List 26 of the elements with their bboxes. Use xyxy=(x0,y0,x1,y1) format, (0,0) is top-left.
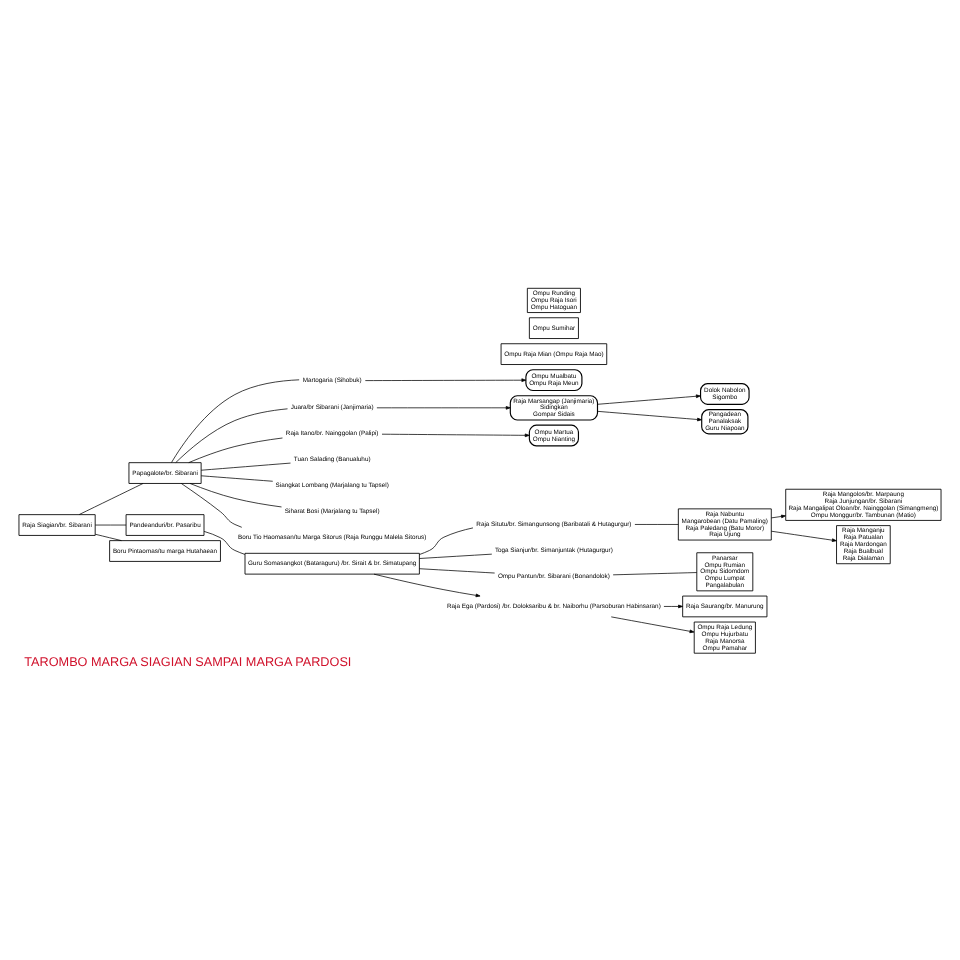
arrow xyxy=(610,616,695,634)
arrow xyxy=(373,573,481,598)
connector xyxy=(200,462,291,471)
connector xyxy=(419,527,474,555)
connector xyxy=(189,483,282,508)
connector xyxy=(203,531,246,555)
arrow xyxy=(381,433,530,438)
connector xyxy=(95,533,122,541)
connector xyxy=(612,572,698,576)
connector xyxy=(180,483,243,528)
arrow xyxy=(376,406,511,410)
connector xyxy=(78,483,144,515)
connector xyxy=(188,437,283,463)
connector xyxy=(175,408,288,463)
connector xyxy=(171,379,300,463)
arrow xyxy=(663,604,683,609)
arrow xyxy=(770,514,786,519)
arrow xyxy=(770,530,837,542)
arrow xyxy=(597,394,701,405)
connector xyxy=(419,568,496,574)
connector xyxy=(419,553,493,559)
connector xyxy=(634,524,679,525)
connector xyxy=(94,524,127,526)
arrow xyxy=(597,410,702,422)
connector xyxy=(200,475,274,482)
arrow xyxy=(364,378,527,382)
